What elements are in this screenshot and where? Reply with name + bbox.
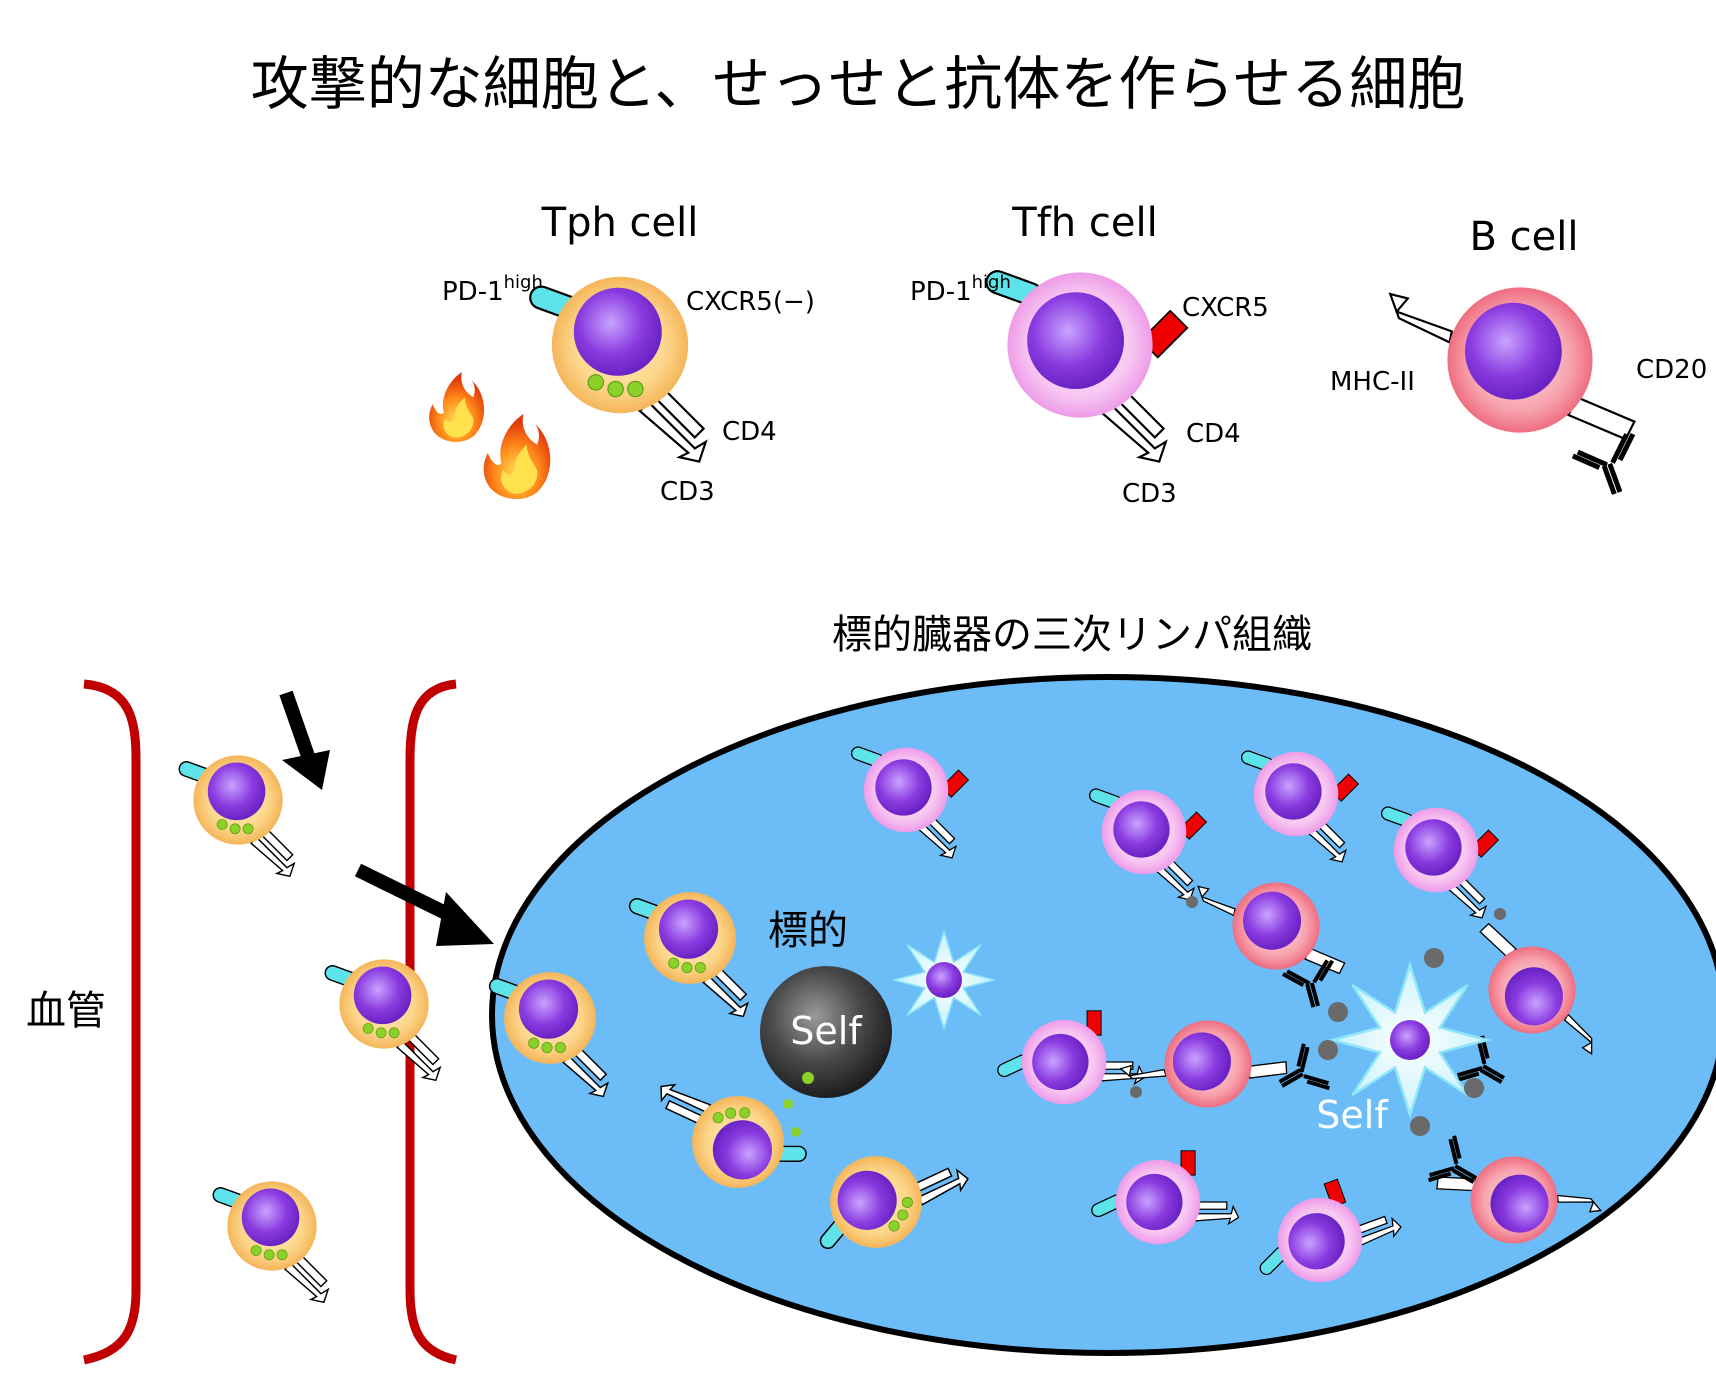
tph-pd1-label: PD-1high bbox=[442, 272, 543, 307]
tph-cell bbox=[176, 754, 295, 878]
burst-icon bbox=[893, 931, 995, 1029]
tfh-cxcr5-label: CXCR5 bbox=[1182, 293, 1269, 323]
page-title: 攻撃的な細胞と、せっせと抗体を作らせる細胞 bbox=[251, 50, 1466, 118]
tph-cxcr5-label: CXCR5(−) bbox=[686, 287, 815, 317]
self-label-1: Self bbox=[790, 1009, 863, 1053]
bcell-label: B cell bbox=[1470, 214, 1579, 260]
legend-bcell: B cell MHC-II CD20 bbox=[1330, 214, 1707, 503]
bcell-mhc-label: MHC-II bbox=[1330, 367, 1415, 397]
blood-vessel: 血管 bbox=[26, 679, 458, 1365]
tfh-label: Tfh cell bbox=[1011, 200, 1157, 246]
antigen-particles bbox=[1130, 896, 1506, 1136]
target-label: 標的 bbox=[768, 908, 848, 954]
tfh-pd1-label: PD-1high bbox=[910, 272, 1011, 307]
self-label-2: Self bbox=[1316, 1093, 1389, 1137]
fire-icon bbox=[429, 372, 551, 499]
self-target: 標的 Self bbox=[760, 908, 892, 1137]
tph-cell bbox=[322, 958, 441, 1082]
tph-cd4-label: CD4 bbox=[722, 417, 777, 447]
tfh-cd3-label: CD3 bbox=[1122, 479, 1177, 509]
legend-tph: Tph cell PD-1high CXCR5(−) CD4 CD3 bbox=[429, 200, 815, 507]
vessel-label: 血管 bbox=[26, 988, 106, 1034]
legend-tfh: Tfh cell PD-1high CXCR5 CD4 CD3 bbox=[910, 200, 1269, 509]
bcell-cd20-label: CD20 bbox=[1636, 355, 1707, 385]
arrow-icon bbox=[279, 690, 494, 946]
burst-icon: Self bbox=[1316, 963, 1489, 1137]
antibody-icon bbox=[1572, 432, 1650, 503]
tissue-title: 標的臓器の三次リンパ組織 bbox=[832, 612, 1312, 658]
tph-cell bbox=[210, 1180, 329, 1304]
tph-cd3-label: CD3 bbox=[660, 477, 715, 507]
tfh-cd4-label: CD4 bbox=[1186, 419, 1241, 449]
tph-label: Tph cell bbox=[541, 200, 699, 246]
